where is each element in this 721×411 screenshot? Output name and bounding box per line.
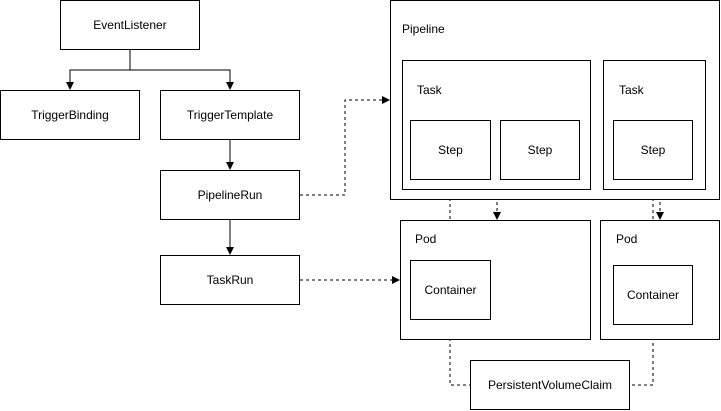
node-task-run-label: TaskRun (206, 273, 254, 287)
edge-eventlistener-triggerbinding (66, 50, 131, 90)
node-task-run: TaskRun (160, 255, 300, 305)
edge-eventlistener-triggertemplate (130, 69, 234, 90)
node-pipeline-label: Pipeline (402, 22, 445, 36)
node-trigger-template: TriggerTemplate (160, 90, 300, 140)
node-trigger-binding-label: TriggerBinding (31, 108, 109, 122)
node-trigger-binding: TriggerBinding (0, 90, 140, 140)
node-step-3: Step (613, 120, 693, 180)
node-container-2-label: Container (626, 288, 680, 302)
node-task-1-label: Task (417, 83, 442, 97)
node-pvc-label: PersistentVolumeClaim (487, 378, 613, 392)
node-trigger-template-label: TriggerTemplate (186, 108, 274, 122)
node-step-2-label: Step (527, 143, 553, 157)
node-pipeline-run-label: PipelineRun (197, 188, 263, 202)
node-container-1-label: Container (424, 283, 477, 297)
node-container-1: Container (410, 260, 491, 320)
node-task-2-label: Task (619, 83, 644, 97)
edge-container2-pvc (630, 325, 654, 386)
node-pod-1-label: Pod (415, 232, 437, 246)
node-pod-2-label: Pod (616, 232, 638, 246)
node-step-2: Step (500, 120, 580, 180)
edge-container1-pvc (449, 320, 470, 386)
node-persistent-volume-claim: PersistentVolumeClaim (470, 360, 630, 410)
node-step-1-label: Step (438, 143, 463, 157)
node-pipeline-run: PipelineRun (160, 170, 300, 220)
node-step-1: Step (410, 120, 491, 180)
node-event-listener: EventListener (60, 0, 200, 50)
edge-pipelinerun-pipeline (300, 96, 390, 196)
node-event-listener-label: EventListener (93, 18, 167, 32)
node-step-3-label: Step (640, 143, 666, 157)
node-container-2: Container (613, 265, 693, 325)
